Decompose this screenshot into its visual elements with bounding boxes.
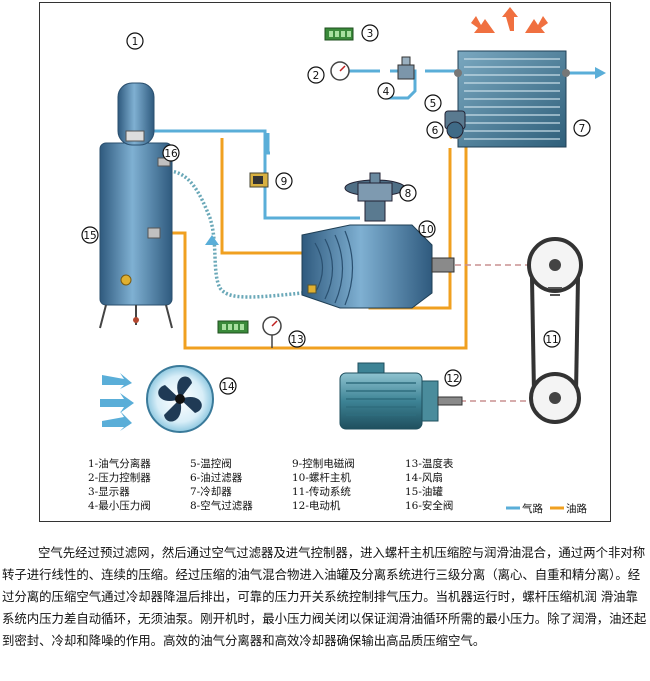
legend-item: 12-电动机 [292,499,341,512]
marker-10: 10 [418,220,436,238]
heat-arrows [471,7,548,33]
marker-10-label: 10 [420,224,433,236]
legend-item: 3-显示器 [88,486,130,498]
legend-item: 14-风扇 [405,471,443,484]
marker-4-label: 4 [383,86,390,98]
marker-8-label: 8 [405,188,412,200]
air-filter [344,172,406,222]
marker-15: 15 [81,226,99,244]
marker-13-label: 13 [290,334,303,346]
legend-item: 7-冷却器 [190,485,232,498]
marker-4: 4 [377,82,395,100]
description-paragraph: 空气先经过预过滤网，然后通过空气过滤器及进气控制器，进入螺杆主机压缩腔与润滑油混… [2,545,647,648]
marker-1-label: 1 [132,36,139,48]
marker-3-label: 3 [367,28,374,40]
marker-5-label: 5 [430,98,437,110]
drive-belt [527,237,583,424]
marker-2-label: 2 [313,70,320,82]
marker-11-label: 11 [545,334,558,346]
legend-item: 2-压力控制器 [88,471,151,484]
marker-13: 13 [288,330,306,348]
air-outlet-arrow [595,67,606,79]
control-solenoid-valve [249,172,269,188]
legend-item: 10-螺杆主机 [292,471,351,484]
cooler [454,50,570,148]
intake-air-arrows [100,373,134,431]
temperature-gauge [217,316,282,348]
marker-7-label: 7 [579,123,586,135]
marker-15-label: 15 [83,230,96,242]
screw-compressor [301,224,455,309]
marker-6: 6 [426,121,444,139]
marker-6-label: 6 [432,125,439,137]
marker-9-label: 9 [281,176,288,188]
oil-separator-tank [99,82,173,329]
marker-14-label: 14 [221,381,235,393]
thermostatic-valve-and-filter [444,110,466,139]
cooling-fan [146,365,214,433]
electric-motor [339,362,463,430]
marker-7: 7 [573,119,591,137]
minimum-pressure-valve [397,56,415,80]
air-line-label: 气路 [522,502,543,515]
oil-return-hose [169,169,303,299]
marker-9: 9 [275,172,293,190]
marker-1: 1 [126,32,144,50]
marker-3: 3 [361,24,379,42]
marker-5: 5 [424,94,442,112]
legend-item: 16-安全阀 [405,499,453,512]
marker-12-label: 12 [446,373,459,385]
legend-item: 4-最小压力阀 [88,499,151,512]
hose-flow-arrow [205,235,219,245]
display-unit [324,27,354,41]
legend-item: 9-控制电磁阀 [292,457,355,470]
legend-item: 11-传动系统 [292,485,351,498]
legend-item: 1-油气分离器 [88,457,151,470]
legend-item: 6-油过滤器 [190,471,243,484]
marker-14: 14 [219,377,237,395]
marker-2: 2 [307,66,325,84]
legend-item: 5-温控阀 [190,457,232,470]
oil-line-label: 油路 [566,502,587,515]
line-type-legend: 气路 油路 [506,502,587,515]
marker-16-label: 16 [164,148,178,160]
marker-11: 11 [543,330,561,348]
legend-item: 8-空气过滤器 [190,499,253,512]
marker-12: 12 [444,369,462,387]
marker-16: 16 [162,144,180,162]
legend-item: 15-油罐 [405,485,443,498]
legend-item: 13-温度表 [405,457,454,470]
pressure-gauge [330,61,350,81]
marker-8: 8 [399,184,417,202]
